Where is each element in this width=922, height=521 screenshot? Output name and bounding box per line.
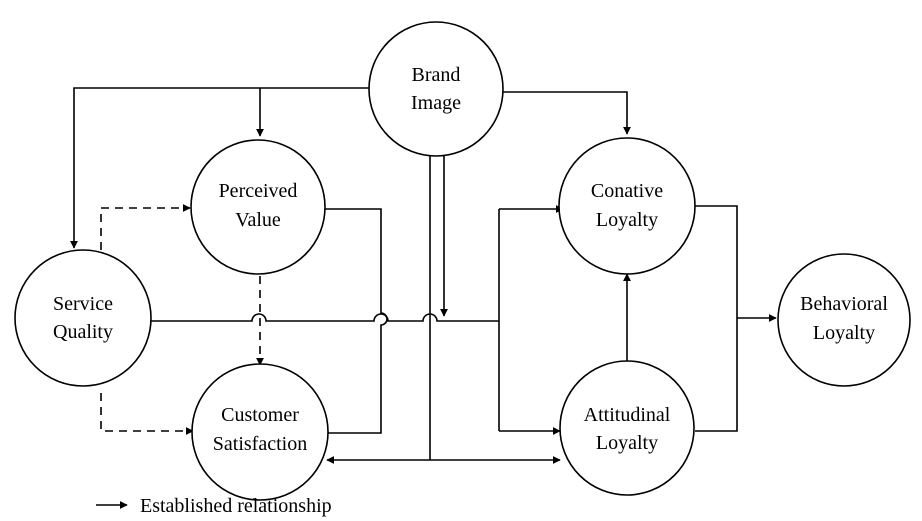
node-attitudinal-loyalty-line2: Loyalty [596,432,658,454]
node-perceived-value: Perceived Value [190,139,326,275]
node-service-quality: Service Quality [14,249,152,387]
edge-brand-to-service-quality [70,87,369,249]
node-behavioral-loyalty: Behavioral Loyalty [777,253,911,387]
legend: Established relationship [96,495,332,517]
node-service-quality-line2: Quality [53,321,113,343]
node-attitudinal-loyalty-line1: Attitudinal [584,404,671,426]
edge-conative-to-junction [695,205,738,432]
legend-established-label: Established relationship [140,495,332,517]
node-brand-image-line2: Image [411,92,461,114]
node-customer-satisfaction: Customer Satisfaction [191,363,329,501]
solid-edges [70,87,777,464]
node-brand-image: Brand Image [368,21,504,157]
node-perceived-value-line2: Value [235,209,281,231]
node-conative-loyalty-line2: Loyalty [596,209,658,231]
edge-service-quality-to-perceived-value [100,204,191,250]
edge-service-quality-to-customer-satisfaction [100,393,194,435]
node-customer-satisfaction-line2: Satisfaction [213,433,307,455]
edge-brand-to-conative-loyalty [503,91,631,135]
node-perceived-value-line1: Perceived [219,180,298,202]
edge-service-quality-out [151,313,499,322]
dashed-edges [100,204,264,435]
node-brand-image-line1: Brand [412,64,461,86]
node-conative-loyalty: Conative Loyalty [558,137,696,275]
node-conative-loyalty-line1: Conative [591,180,663,202]
node-service-quality-line1: Service [53,293,113,315]
node-behavioral-loyalty-line1: Behavioral [800,293,888,315]
node-customer-satisfaction-line1: Customer [221,404,299,426]
node-behavioral-loyalty-line2: Loyalty [813,322,875,344]
node-attitudinal-loyalty: Attitudinal Loyalty [559,360,695,496]
